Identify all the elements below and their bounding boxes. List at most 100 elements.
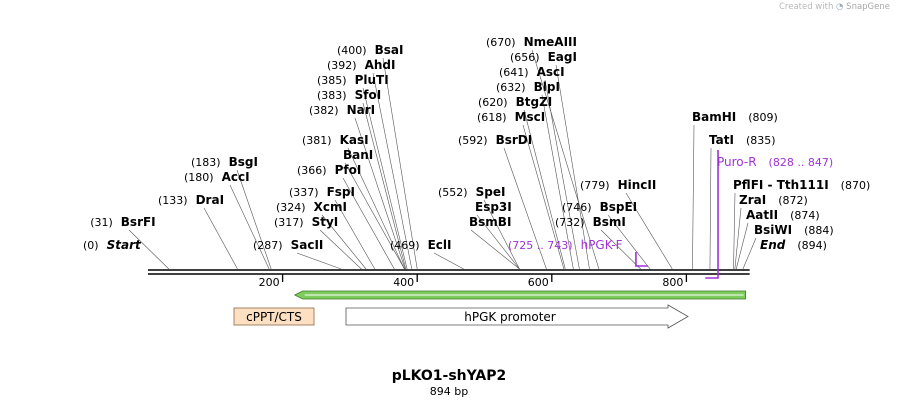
site-position: (870) bbox=[841, 179, 871, 192]
site-leader-line bbox=[742, 237, 757, 270]
site-position: (632) bbox=[496, 81, 526, 94]
site-position: (381) bbox=[302, 134, 332, 147]
site-name: BsrFI bbox=[121, 215, 156, 229]
primer-name: Puro-R bbox=[717, 155, 757, 169]
site-name: PflFI - Tth111I bbox=[733, 178, 829, 192]
site-label: (552) SpeI bbox=[438, 185, 505, 199]
site-leader-line bbox=[709, 147, 712, 270]
site-leader-line bbox=[607, 214, 651, 270]
site-position: (618) bbox=[477, 111, 507, 124]
site-label: AatII(874) bbox=[746, 208, 820, 222]
site-position: (183) bbox=[191, 156, 221, 169]
site-label: (383) SfoI bbox=[317, 88, 381, 102]
feature-cppt-cts-box bbox=[233, 307, 315, 326]
site-name: SfoI bbox=[355, 88, 382, 102]
site-leader-line bbox=[733, 192, 736, 270]
site-name: BsmBI bbox=[469, 215, 511, 229]
site-position: (835) bbox=[746, 134, 776, 147]
site-name: ZraI bbox=[739, 193, 766, 207]
site-label: (400) BsaI bbox=[337, 43, 403, 57]
site-label: (317) StyI bbox=[274, 215, 338, 229]
snapgene-credit: Created with ◔ SnapGene bbox=[779, 2, 890, 12]
site-position: (337) bbox=[289, 186, 319, 199]
plasmid-length: 894 bp bbox=[429, 385, 469, 398]
site-position: (385) bbox=[317, 74, 347, 87]
site-label: (746)BspEI bbox=[562, 200, 637, 214]
site-leader-line bbox=[382, 57, 418, 270]
site-name: BsaI bbox=[375, 43, 404, 57]
primer-range: (828 .. 847) bbox=[769, 156, 834, 169]
site-label: (183) BsgI bbox=[191, 155, 258, 169]
site-leader-line bbox=[625, 192, 673, 270]
site-leader-line bbox=[555, 64, 590, 270]
site-leader-line bbox=[372, 72, 413, 270]
site-label: (385) PluTI bbox=[317, 73, 389, 87]
site-label: (656)EagI bbox=[510, 50, 577, 64]
site-name: BlpI bbox=[534, 80, 560, 94]
primer-label: Puro-R (828 .. 847) bbox=[717, 155, 833, 169]
tick-label: 200 bbox=[259, 276, 280, 289]
site-position: (884) bbox=[804, 224, 834, 237]
site-position: (872) bbox=[778, 194, 808, 207]
site-name: PluTI bbox=[355, 73, 389, 87]
site-label: (366)PfoI bbox=[297, 163, 361, 177]
site-name: BsgI bbox=[229, 155, 258, 169]
site-name: EclI bbox=[428, 238, 452, 252]
site-label: (779) HincII bbox=[580, 178, 656, 192]
site-position: (656) bbox=[510, 51, 540, 64]
site-name: DraI bbox=[196, 193, 224, 207]
feature-label: cPPT/CTS bbox=[246, 310, 302, 324]
site-name: StyI bbox=[312, 215, 339, 229]
site-position: (383) bbox=[317, 89, 347, 102]
site-leader-line bbox=[342, 177, 395, 270]
site-name: Esp3I bbox=[475, 200, 512, 214]
site-leader-line bbox=[503, 147, 547, 270]
site-label: End(894) bbox=[760, 238, 827, 252]
site-position: (779) bbox=[580, 179, 610, 192]
site-label: (180)AccI bbox=[184, 170, 250, 184]
site-position: (317) bbox=[274, 216, 304, 229]
site-position: (552) bbox=[438, 186, 468, 199]
site-position: (287) bbox=[253, 239, 283, 252]
site-label: (618)MscI bbox=[477, 110, 545, 124]
feature-hpgk-promoter-arrow bbox=[345, 304, 689, 329]
site-name: SpeI bbox=[476, 185, 506, 199]
site-leader-line bbox=[321, 214, 367, 270]
site-position: (746) bbox=[562, 201, 592, 214]
site-name: NarI bbox=[347, 103, 376, 117]
site-position: (0) bbox=[83, 239, 99, 252]
primer-puro-r-arrow bbox=[705, 150, 719, 279]
site-name: KasI bbox=[340, 133, 369, 147]
plasmid-name: pLKO1-shYAP2 bbox=[391, 368, 507, 384]
site-leader-line bbox=[354, 117, 406, 270]
site-label: (670)NmeAIII bbox=[486, 35, 577, 49]
site-position: (469) bbox=[390, 239, 420, 252]
credit-brand: SnapGene bbox=[846, 2, 890, 12]
site-name: BamHI bbox=[692, 110, 736, 124]
site-label: (592)BsrDI bbox=[458, 133, 532, 147]
site-leader-line bbox=[476, 214, 520, 270]
site-leader-line bbox=[734, 207, 742, 270]
site-label: BsmBI bbox=[469, 215, 511, 229]
site-name: BanI bbox=[343, 148, 373, 162]
site-label: (641)AscI bbox=[499, 65, 565, 79]
site-position: (894) bbox=[797, 239, 827, 252]
site-label: (620)BtgZI bbox=[478, 95, 552, 109]
site-leader-line bbox=[692, 124, 695, 270]
site-label: ZraI (872) bbox=[739, 193, 808, 207]
site-leader-line bbox=[319, 229, 362, 270]
site-leader-line bbox=[522, 124, 565, 270]
site-label: (382)NarI bbox=[309, 103, 375, 117]
site-leader-line bbox=[541, 94, 574, 270]
site-position: (400) bbox=[337, 44, 367, 57]
site-label: BsiWI (884) bbox=[754, 223, 834, 237]
site-label: Esp3I bbox=[475, 200, 512, 214]
site-label: (381) KasI bbox=[302, 133, 369, 147]
site-name: HincII bbox=[618, 178, 657, 192]
site-name: BsiWI bbox=[754, 223, 792, 237]
tick-label: 800 bbox=[662, 276, 683, 289]
primer-name: hPGK-F bbox=[581, 238, 623, 252]
site-name: AccI bbox=[222, 170, 250, 184]
primer-hpgk-f-arrow bbox=[635, 252, 649, 267]
site-position: (366) bbox=[297, 164, 327, 177]
